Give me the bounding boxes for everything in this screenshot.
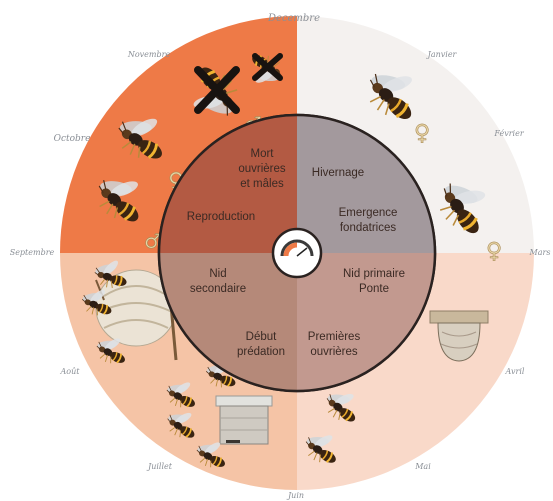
svg-text:prédation: prédation: [237, 346, 285, 358]
cycle-gauge-icon: [271, 227, 323, 279]
svg-text:Ponte: Ponte: [359, 283, 389, 295]
svg-text:et mâles: et mâles: [240, 178, 284, 190]
svg-text:ouvrières: ouvrières: [310, 346, 358, 358]
phase-emergence: Emergence fondatrices: [339, 207, 398, 234]
month-juin: Juin: [286, 491, 304, 500]
month-octobre: Octobre: [54, 134, 91, 144]
svg-text:Début: Début: [246, 331, 277, 343]
month-novembre: Novembre: [127, 50, 171, 59]
month-mars: Mars: [529, 248, 551, 257]
phase-debut-predation: Début prédation: [237, 331, 285, 358]
month-fevrier: Février: [493, 129, 524, 138]
month-mai: Mai: [414, 462, 431, 471]
svg-text:Emergence: Emergence: [339, 207, 398, 219]
svg-text:Nid: Nid: [209, 268, 226, 280]
svg-text:Mort: Mort: [251, 148, 275, 160]
primary-nest-icon: [429, 310, 489, 362]
inner-winter-sector: [297, 115, 435, 253]
month-septembre: Septembre: [10, 248, 55, 257]
phase-nid-primaire: Nid primaire Ponte: [343, 268, 405, 295]
month-decembre: Decembre: [267, 13, 320, 24]
svg-text:Premières: Premières: [308, 331, 361, 343]
svg-text:fondatrices: fondatrices: [340, 222, 397, 234]
female-symbol: ♀: [486, 239, 502, 264]
svg-text:Nid primaire: Nid primaire: [343, 268, 405, 280]
phase-reproduction: Reproduction: [187, 211, 255, 223]
month-aout: Août: [60, 367, 81, 376]
inner-spring-sector: [297, 253, 435, 391]
inner-summer-sector: [159, 253, 297, 391]
month-janvier: Janvier: [426, 50, 458, 59]
month-avril: Avril: [505, 367, 525, 376]
inner-autumn-sector: [159, 115, 297, 253]
svg-text:ouvrières: ouvrières: [238, 163, 286, 175]
phase-mort: Mort ouvrières et mâles: [238, 148, 286, 190]
phase-nid-secondaire: Nid secondaire: [190, 268, 246, 295]
male-symbol: ♂: [144, 229, 162, 253]
phase-hivernage: Hivernage: [312, 167, 364, 179]
svg-text:secondaire: secondaire: [190, 283, 246, 295]
female-symbol: ♀: [414, 121, 430, 146]
dead-hornet-icon: [175, 47, 291, 134]
phase-premieres-ouvrieres: Premières ouvrières: [308, 331, 361, 358]
beehive-icon: [215, 395, 273, 445]
month-juillet: Juillet: [146, 462, 173, 471]
